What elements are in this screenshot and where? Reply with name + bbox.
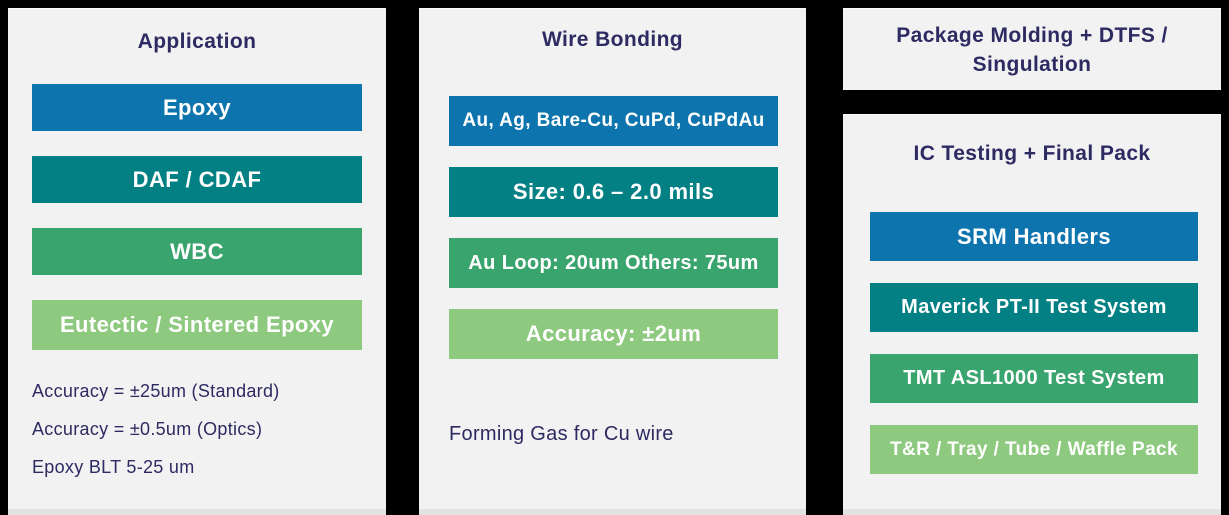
bar-epoxy: Epoxy <box>32 84 362 131</box>
application-panel-title: Application <box>137 30 257 53</box>
note-accuracy-optics: Accuracy = ±0.5um (Optics) <box>32 419 263 439</box>
ic-testing-panel: IC Testing + Final Pack SRM Handlers Mav… <box>843 114 1221 515</box>
note-epoxy-blt: Epoxy BLT 5-25 um <box>32 457 195 477</box>
bar-srm-handlers: SRM Handlers <box>870 212 1198 261</box>
bar-maverick-test-system: Maverick PT-II Test System <box>870 283 1198 332</box>
bar-daf-cdaf: DAF / CDAF <box>32 156 362 203</box>
note-accuracy-standard: Accuracy = ±25um (Standard) <box>32 381 280 401</box>
bar-final-pack-formats: T&R / Tray / Tube / Waffle Pack <box>870 425 1198 474</box>
application-notes: Accuracy = ±25um (Standard) Accuracy = ±… <box>32 372 368 486</box>
wire-bonding-panel-title: Wire Bonding <box>541 28 684 51</box>
package-molding-panel: Package Molding + DTFS / Singulation <box>843 8 1221 90</box>
bar-eutectic-sintered-epoxy: Eutectic / Sintered Epoxy <box>32 300 362 350</box>
bar-tmt-test-system: TMT ASL1000 Test System <box>870 354 1198 403</box>
bar-wire-materials: Au, Ag, Bare-Cu, CuPd, CuPdAu <box>449 96 778 146</box>
note-forming-gas: Forming Gas for Cu wire <box>449 423 674 445</box>
wire-bonding-panel: Wire Bonding Au, Ag, Bare-Cu, CuPd, CuPd… <box>419 8 806 515</box>
application-panel: Application Epoxy DAF / CDAF WBC Eutecti… <box>8 8 386 515</box>
bar-wbc: WBC <box>32 228 362 275</box>
bar-bond-accuracy: Accuracy: ±2um <box>449 309 778 359</box>
bar-loop-height: Au Loop: 20um Others: 75um <box>449 238 778 288</box>
bar-wire-size: Size: 0.6 – 2.0 mils <box>449 167 778 217</box>
package-molding-panel-title: Package Molding + DTFS / Singulation <box>896 24 1168 76</box>
ic-testing-panel-title: IC Testing + Final Pack <box>913 142 1151 165</box>
